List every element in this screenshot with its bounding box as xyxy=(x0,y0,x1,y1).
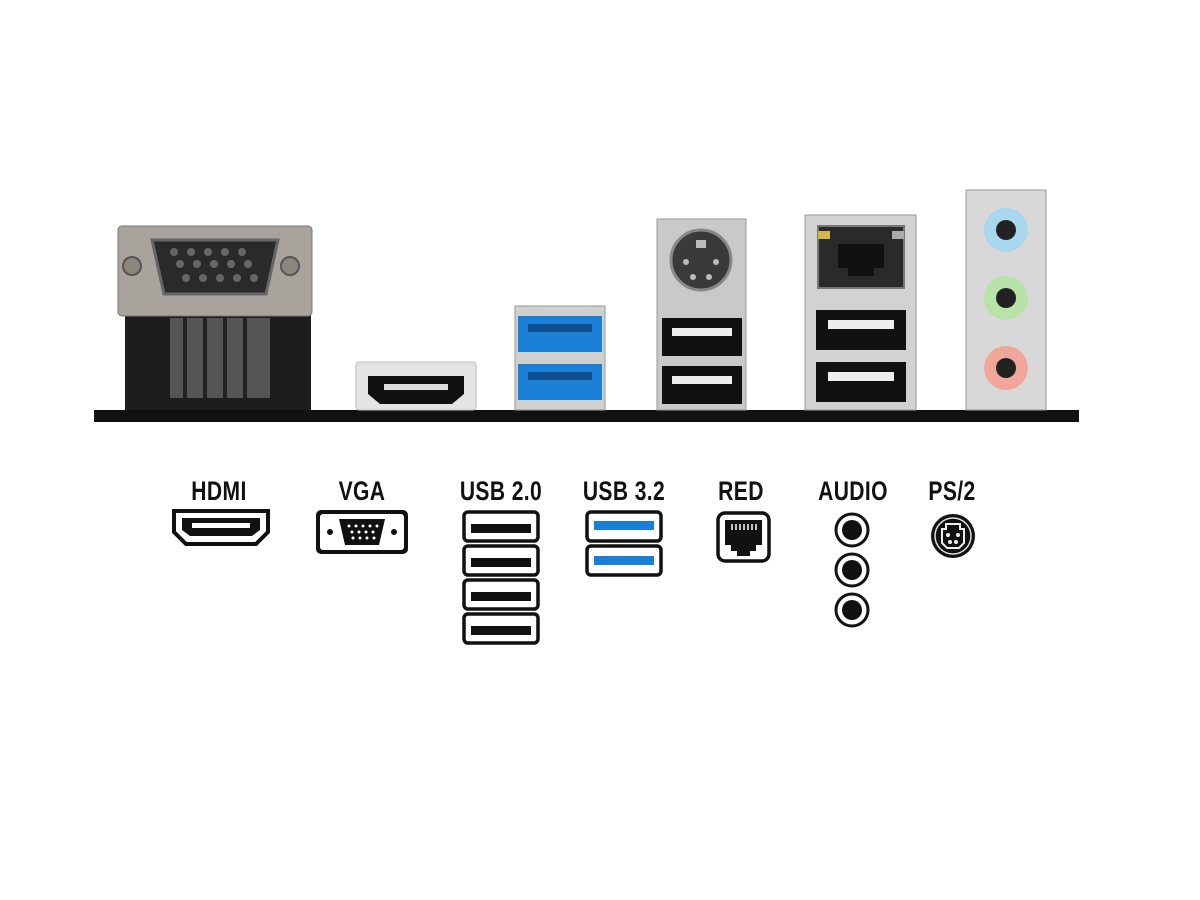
vga-pin xyxy=(204,248,212,256)
audio-jack-icon xyxy=(834,592,870,628)
vga-pin xyxy=(176,260,184,268)
vga-pin xyxy=(238,248,246,256)
vga-pin xyxy=(250,274,258,282)
lan-usb-stack-photo xyxy=(804,214,917,411)
audio-jack-icon xyxy=(834,552,870,588)
ethernet-icon xyxy=(716,511,771,563)
label-hdmi: HDMI xyxy=(191,476,247,506)
vga-pin xyxy=(244,260,252,268)
vga-pin xyxy=(221,248,229,256)
usb-2-icon xyxy=(462,544,540,577)
usb-3-icon xyxy=(585,544,663,577)
hdmi-port-photo xyxy=(355,361,477,411)
vga-pin xyxy=(233,274,241,282)
vga-pin xyxy=(210,260,218,268)
usb-2-icon xyxy=(462,612,540,645)
label-audio: AUDIO xyxy=(818,476,888,506)
ps2-usb-stack-photo xyxy=(656,218,747,411)
vga-icon xyxy=(316,510,408,554)
hdmi-icon xyxy=(172,509,270,546)
vga-pin xyxy=(193,260,201,268)
vga-pin xyxy=(199,274,207,282)
audio-jack-icon xyxy=(834,512,870,548)
vga-pin xyxy=(182,274,190,282)
usb-2-icons xyxy=(462,510,540,645)
io-panel-drawing xyxy=(94,189,1079,422)
vga-pin xyxy=(170,248,178,256)
vga-port-photo xyxy=(117,225,313,410)
usb-3-icon xyxy=(585,510,663,543)
label-ps2: PS/2 xyxy=(928,476,976,506)
label-lan: RED xyxy=(718,476,764,506)
vga-pin xyxy=(187,248,195,256)
vga-pin xyxy=(227,260,235,268)
label-usb-2: USB 2.0 xyxy=(459,476,543,506)
panel-base-bar xyxy=(94,410,1079,422)
ps2-icon xyxy=(931,514,975,558)
label-usb-3: USB 3.2 xyxy=(582,476,666,506)
audio-icons xyxy=(834,512,870,628)
vga-pin xyxy=(216,274,224,282)
usb-3-icons xyxy=(585,510,663,577)
usb3-port-stack-photo xyxy=(514,305,606,411)
usb-2-icon xyxy=(462,510,540,543)
usb-2-icon xyxy=(462,578,540,611)
audio-jacks-photo xyxy=(965,189,1047,411)
label-vga: VGA xyxy=(338,476,386,506)
